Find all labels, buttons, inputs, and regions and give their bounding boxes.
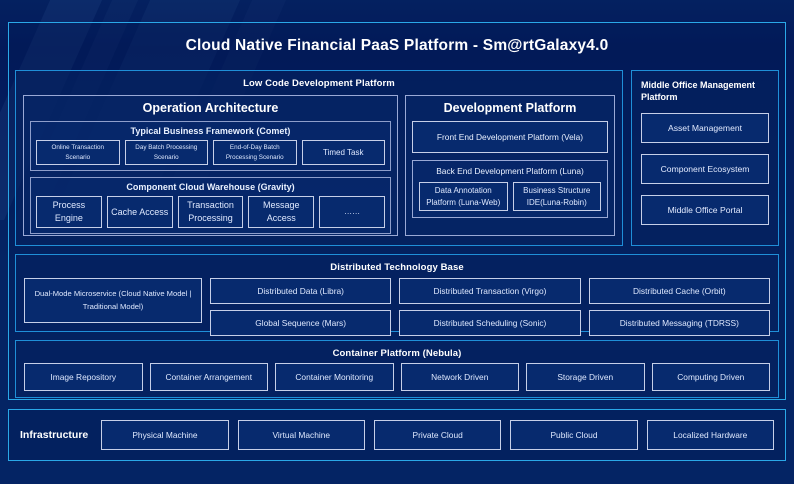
low-code-development-platform-panel: Low Code Development Platform Operation … xyxy=(15,70,623,246)
item-distributed-cache[interactable]: Distributed Cache (Orbit) xyxy=(588,278,770,305)
dual-mode-microservice-wrapper: Dual-Mode Microservice (Cloud Native Mod… xyxy=(24,278,202,323)
item-business-structure-ide[interactable]: Business Structure IDE(Luna-Robin) xyxy=(512,182,601,212)
distributed-technology-base-panel: Distributed Technology Base Dual-Mode Mi… xyxy=(15,254,779,337)
infrastructure-panel: Infrastructure Physical Machine Virtual … xyxy=(8,409,786,461)
operation-architecture-panel: Operation Architecture Typical Business … xyxy=(23,95,398,236)
item-global-sequence[interactable]: Global Sequence (Mars) xyxy=(210,310,392,337)
item-distributed-messaging[interactable]: Distributed Messaging (TDRSS) xyxy=(588,310,770,337)
item-network-driven[interactable]: Network Driven xyxy=(400,363,519,392)
component-cloud-warehouse-title: Component Cloud Warehouse (Gravity) xyxy=(126,182,295,192)
item-dual-mode-microservice[interactable]: Dual-Mode Microservice (Cloud Native Mod… xyxy=(24,278,202,323)
low-code-panel-title: Low Code Development Platform xyxy=(243,78,395,89)
item-computing-driven[interactable]: Computing Driven xyxy=(651,363,770,392)
item-message-access[interactable]: Message Access xyxy=(248,196,315,229)
item-localized-hardware[interactable]: Localized Hardware xyxy=(646,419,774,451)
item-transaction-processing[interactable]: Transaction Processing xyxy=(177,196,244,229)
item-asset-management[interactable]: Asset Management xyxy=(641,113,769,144)
item-storage-driven[interactable]: Storage Driven xyxy=(526,363,645,392)
item-timed-task[interactable]: Timed Task xyxy=(301,140,385,165)
typical-business-framework-items: Online Transaction Scenario Day Batch Pr… xyxy=(36,140,385,165)
container-platform-items: Image Repository Container Arrangement C… xyxy=(16,359,778,398)
operation-architecture-title: Operation Architecture xyxy=(142,101,279,115)
distributed-technology-columns: Distributed Data (Libra) Global Sequence… xyxy=(210,278,770,337)
item-process-engine[interactable]: Process Engine xyxy=(36,196,102,229)
front-end-development-platform-box[interactable]: Front End Development Platform (Vela) xyxy=(412,121,608,153)
distributed-technology-base-title: Distributed Technology Base xyxy=(330,262,464,273)
item-online-transaction-scenario[interactable]: Online Transaction Scenario xyxy=(36,140,120,165)
development-platform-panel: Development Platform Front End Developme… xyxy=(405,95,615,236)
item-distributed-scheduling[interactable]: Distributed Scheduling (Sonic) xyxy=(399,310,581,337)
container-platform-title: Container Platform (Nebula) xyxy=(332,348,462,359)
item-public-cloud[interactable]: Public Cloud xyxy=(510,419,638,451)
distributed-column-3: Distributed Cache (Orbit) Distributed Me… xyxy=(588,278,770,337)
item-container-arrangement[interactable]: Container Arrangement xyxy=(149,363,268,392)
back-end-development-platform-group: Back End Development Platform (Luna) Dat… xyxy=(412,160,608,219)
item-middle-office-portal[interactable]: Middle Office Portal xyxy=(641,195,769,226)
item-more-ellipsis[interactable]: …… xyxy=(319,196,385,229)
low-code-panel-body: Operation Architecture Typical Business … xyxy=(16,89,622,243)
typical-business-framework-group: Typical Business Framework (Comet) Onlin… xyxy=(30,121,391,171)
item-day-batch-processing-scenario[interactable]: Day Batch Processing Scenario xyxy=(124,140,208,165)
item-container-monitoring[interactable]: Container Monitoring xyxy=(275,363,394,392)
page-title: Cloud Native Financial PaaS Platform - S… xyxy=(185,37,609,54)
top-row: Low Code Development Platform Operation … xyxy=(15,70,779,246)
item-end-of-day-batch-processing-scenario[interactable]: End-of-Day Batch Processing Scenario xyxy=(213,140,297,165)
distributed-column-2: Distributed Transaction (Virgo) Distribu… xyxy=(399,278,581,337)
middle-office-panel-title: Middle Office Management Platform xyxy=(641,80,756,103)
distributed-technology-base-body: Dual-Mode Microservice (Cloud Native Mod… xyxy=(16,273,778,337)
item-component-ecosystem[interactable]: Component Ecosystem xyxy=(641,154,769,185)
item-distributed-transaction[interactable]: Distributed Transaction (Virgo) xyxy=(399,278,581,305)
item-private-cloud[interactable]: Private Cloud xyxy=(373,419,502,451)
item-physical-machine[interactable]: Physical Machine xyxy=(101,419,229,451)
panel-body: Low Code Development Platform Operation … xyxy=(15,70,779,398)
back-end-items: Data Annotation Platform (Luna-Web) Busi… xyxy=(419,182,601,212)
component-cloud-warehouse-items: Process Engine Cache Access Transaction … xyxy=(36,196,385,229)
middle-office-management-platform-panel: Middle Office Management Platform Asset … xyxy=(631,70,779,246)
distributed-column-1: Distributed Data (Libra) Global Sequence… xyxy=(210,278,392,337)
item-image-repository[interactable]: Image Repository xyxy=(24,363,143,392)
typical-business-framework-title: Typical Business Framework (Comet) xyxy=(130,126,291,136)
main-platform-panel: Cloud Native Financial PaaS Platform - S… xyxy=(8,22,786,400)
component-cloud-warehouse-group: Component Cloud Warehouse (Gravity) Proc… xyxy=(30,177,391,235)
back-end-development-platform-title: Back End Development Platform (Luna) xyxy=(436,166,584,176)
item-distributed-data[interactable]: Distributed Data (Libra) xyxy=(210,278,392,305)
development-platform-title: Development Platform xyxy=(443,101,577,115)
item-data-annotation-platform[interactable]: Data Annotation Platform (Luna-Web) xyxy=(419,182,508,212)
item-virtual-machine[interactable]: Virtual Machine xyxy=(237,419,365,451)
item-cache-access[interactable]: Cache Access xyxy=(106,196,173,229)
infrastructure-label: Infrastructure xyxy=(20,429,89,441)
container-platform-panel: Container Platform (Nebula) Image Reposi… xyxy=(15,340,779,398)
